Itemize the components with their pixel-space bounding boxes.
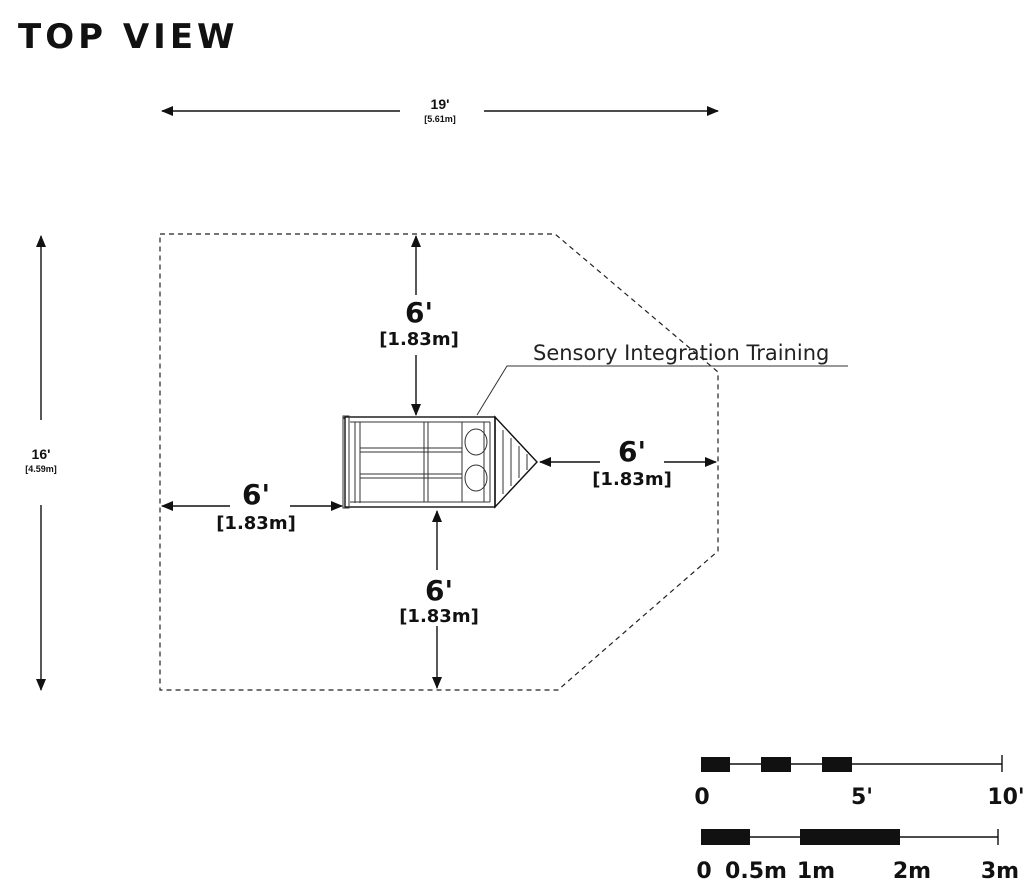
scale-m-label-2: 2m — [893, 859, 931, 884]
scale-segment — [822, 757, 852, 772]
clearance-left-ft: 6' — [242, 478, 270, 511]
clearance-top-ft: 6' — [405, 296, 433, 329]
clearance-left-m: [1.83m] — [216, 513, 296, 534]
clearance-right-m: [1.83m] — [592, 469, 672, 490]
equipment-frame — [344, 416, 496, 508]
equipment-label-callout: Sensory Integration Training — [476, 341, 848, 416]
scale-segment — [800, 829, 900, 845]
clearance-bottom-m: [1.83m] — [399, 606, 479, 627]
bolster-roll — [464, 428, 488, 456]
scale-feet-label-5: 5' — [851, 785, 873, 810]
clearance-bottom-dimension: 6' [1.83m] — [399, 510, 479, 689]
overall-width-dimension: 19' [5.61m] — [161, 96, 719, 124]
clearance-top-dimension: 6' [1.83m] — [379, 235, 459, 416]
overall-depth-m: [4.59m] — [25, 464, 57, 474]
bolster-roll — [464, 464, 488, 492]
clearance-top-m: [1.83m] — [379, 329, 459, 350]
clearance-right-ft: 6' — [618, 435, 646, 468]
overall-depth-dimension: 16' [4.59m] — [25, 235, 57, 691]
scale-segment — [701, 757, 730, 772]
clearance-bottom-ft: 6' — [425, 574, 453, 607]
clearance-left-dimension: 6' [1.83m] — [161, 478, 343, 534]
leader-line — [476, 365, 848, 416]
overall-depth-ft: 16' — [32, 446, 51, 462]
clearance-right-dimension: 6' [1.83m] — [539, 435, 717, 490]
page-title: TOP VIEW — [18, 17, 239, 57]
scale-m-label-1: 1m — [797, 859, 835, 884]
scale-feet-label-10: 10' — [987, 785, 1024, 810]
scale-bar-meters: 0 0.5m 1m 2m 3m — [696, 829, 1019, 884]
scale-segment — [701, 829, 750, 845]
equipment-ramp — [494, 415, 538, 509]
scale-bar-feet: 0 5' 10' — [694, 755, 1025, 810]
overall-width-m: [5.61m] — [424, 114, 456, 124]
scale-m-label-0-5: 0.5m — [725, 859, 787, 884]
scale-m-label-0: 0 — [696, 859, 711, 884]
scale-m-label-3: 3m — [981, 859, 1019, 884]
scale-feet-label-0: 0 — [694, 785, 709, 810]
overall-width-ft: 19' — [431, 96, 450, 112]
scale-segment — [761, 757, 791, 772]
safety-zone-boundary — [159, 233, 719, 691]
equipment-top-view — [342, 415, 538, 509]
equipment-label: Sensory Integration Training — [533, 341, 829, 365]
